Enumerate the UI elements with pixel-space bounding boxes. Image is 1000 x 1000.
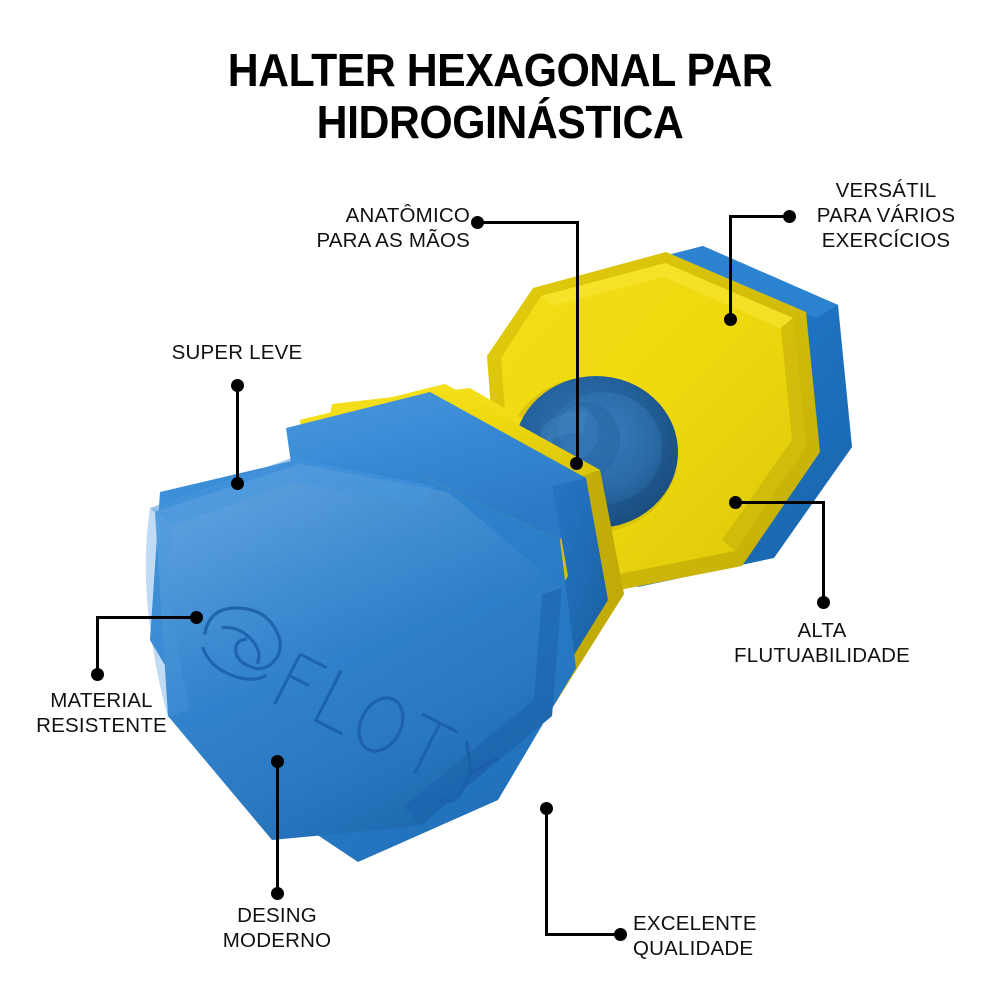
callout-excelente-qualidade-line-v [545, 808, 548, 936]
callout-anatomico-anchor-dot [570, 457, 583, 470]
callout-material-resistente-anchor-dot [190, 611, 203, 624]
callout-versatil-anchor-dot [724, 313, 737, 326]
callout-material-resistente-line-2: RESISTENTE [36, 714, 167, 737]
callout-material-resistente-line-h [96, 616, 196, 619]
callout-versatil-line-1: VERSÁTIL [835, 179, 937, 202]
callout-excelente-qualidade-dot [614, 928, 627, 941]
callout-excelente-qualidade-line-h [545, 933, 621, 936]
callout-super-leve-anchor-dot [231, 477, 244, 490]
callout-anatomico: ANATÔMICO PARA AS MÃOS [250, 203, 470, 253]
callout-alta-flutuabilidade-line-2: FLUTUABILIDADE [734, 644, 910, 667]
callout-alta-flutuabilidade-dot [817, 596, 830, 609]
callout-super-leve-line-v [236, 385, 239, 483]
callout-excelente-qualidade-line-1: EXCELENTE [633, 912, 757, 935]
callout-desing-moderno-line-2: MODERNO [222, 929, 332, 952]
callout-anatomico-line-v [576, 221, 579, 465]
callout-anatomico-line-2: PARA AS MÃOS [316, 229, 470, 252]
rear-weight [487, 246, 852, 593]
callout-material-resistente-dot [91, 668, 104, 681]
callout-alta-flutuabilidade-line-h [735, 501, 825, 504]
callout-versatil-line-h [729, 215, 787, 218]
callout-alta-flutuabilidade-line-v [822, 501, 825, 602]
callout-excelente-qualidade-line-2: QUALIDADE [633, 937, 754, 960]
page-title-line-1: HALTER HEXAGONAL PAR [227, 44, 773, 96]
front-weight [145, 384, 624, 862]
callout-versatil-dot [783, 210, 796, 223]
callout-desing-moderno: DESING MODERNO [177, 903, 377, 953]
callout-alta-flutuabilidade-line-1: ALTA [797, 619, 847, 642]
page-title: HALTER HEXAGONAL PAR HIDROGINÁSTICA [35, 44, 965, 148]
callout-anatomico-line-h [477, 221, 579, 224]
callout-desing-moderno-line-v [276, 761, 279, 893]
callout-alta-flutuabilidade: ALTA FLUTUABILIDADE [712, 618, 932, 668]
callout-material-resistente-line-v [96, 616, 99, 674]
page-title-line-2: HIDROGINÁSTICA [316, 96, 684, 148]
callout-desing-moderno-dot [271, 887, 284, 900]
callout-super-leve: SUPER LEVE [137, 340, 337, 365]
callout-anatomico-line-1: ANATÔMICO [345, 204, 470, 227]
callout-versatil-line-3: EXERCÍCIOS [821, 229, 951, 252]
brand-logo-floty [201, 606, 500, 803]
callout-excelente-qualidade: EXCELENTE QUALIDADE [633, 911, 873, 961]
callout-versatil: VERSÁTIL PARA VÁRIOS EXERCÍCIOS [796, 178, 976, 253]
handle-hub [514, 376, 678, 528]
handle-bar [315, 388, 610, 592]
callout-material-resistente: MATERIAL RESISTENTE [4, 688, 199, 738]
callout-material-resistente-line-1: MATERIAL [50, 689, 153, 712]
callout-versatil-line-v [729, 215, 732, 320]
callout-super-leve-line-1: SUPER LEVE [171, 341, 303, 364]
callout-versatil-line-2: PARA VÁRIOS [816, 204, 956, 227]
callout-desing-moderno-line-1: DESING [237, 904, 317, 927]
